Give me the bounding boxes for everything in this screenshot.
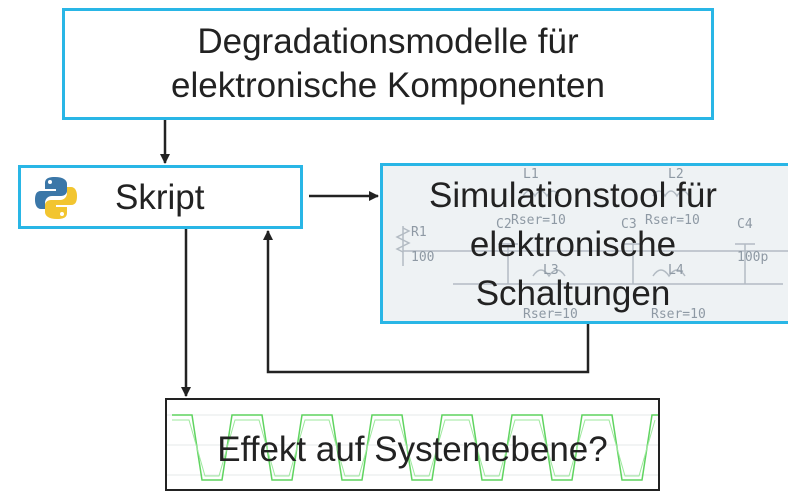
schematic-label: L2: [668, 167, 684, 182]
degradation-models-box: Degradationsmodelle für elektronische Ko…: [62, 8, 714, 120]
schematic-label: C2: [496, 217, 512, 232]
inductor-l1: [522, 190, 560, 198]
degradation-title-line2: elektronische Komponenten: [171, 66, 605, 105]
simulation-line2: elektronische: [469, 225, 677, 264]
script-box: Skript: [18, 165, 303, 229]
simulation-tool-box: L1 L2 Rser=10 Rser=10 C2 C3 C4 R1 100 10…: [380, 163, 788, 324]
schematic-label: C4: [737, 217, 753, 232]
script-label: Skript: [115, 178, 205, 217]
schematic-label: R1: [411, 225, 427, 240]
schematic-label: Rser=10: [511, 213, 566, 228]
simulation-line1: Simulationstool für: [429, 176, 717, 215]
inductor-l4: [652, 269, 686, 278]
schematic-label: L4: [668, 263, 684, 278]
schematic-label: L3: [543, 263, 559, 278]
schematic-label: 100: [411, 250, 434, 265]
system-effect-box: Effekt auf Systemebene?: [165, 398, 660, 491]
simulation-line3: Schaltungen: [475, 274, 671, 313]
schematic-label: Rser=10: [645, 213, 700, 228]
waveform-background: [167, 414, 658, 481]
python-logo-icon: [35, 177, 77, 219]
degradation-title-line1: Degradationsmodelle für: [197, 22, 579, 61]
waveform-signal-2: [172, 419, 656, 477]
schematic-label: C3: [621, 217, 637, 232]
inductor-l2: [652, 190, 690, 198]
schematic-label: Rser=10: [651, 307, 706, 322]
schematic-label: L1: [523, 167, 539, 182]
inductor-l3: [532, 269, 566, 278]
waveform-signal: [172, 414, 658, 481]
simulation-text: Simulationstool für elektronische Schalt…: [383, 171, 763, 318]
schematic-label: 100p: [737, 250, 768, 265]
effect-label: Effekt auf Systemebene?: [217, 430, 608, 469]
schematic-label: Rser=10: [523, 307, 578, 322]
arrow-simulation-to-script: [263, 230, 590, 374]
resistor-r1: [395, 227, 411, 253]
schematic-background: L1 L2 Rser=10 Rser=10 C2 C3 C4 R1 100 10…: [395, 167, 788, 322]
